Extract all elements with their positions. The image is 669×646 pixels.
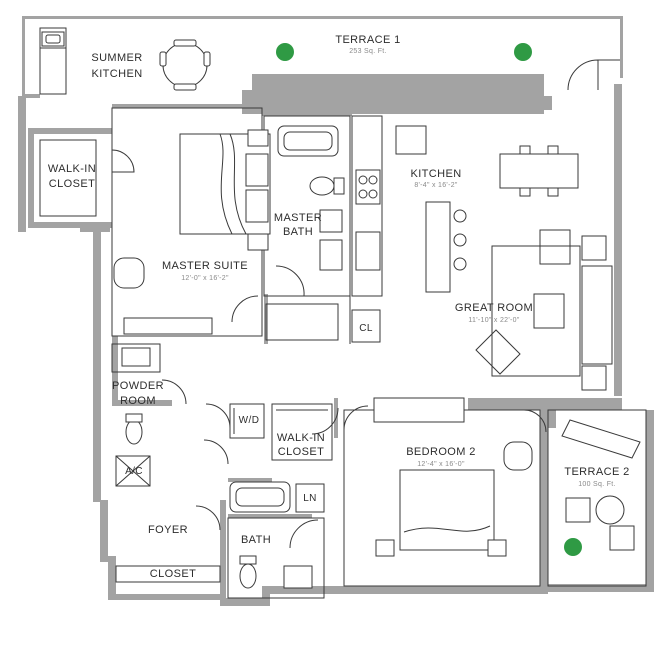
walls	[18, 16, 654, 606]
master-bath-label-2: BATH	[282, 226, 314, 238]
ln-label: LN	[303, 493, 317, 504]
bedroom2-dims: 12'-4" x 16'-0"	[417, 461, 465, 468]
terrace1-area: 253 Sq. Ft.	[349, 48, 387, 55]
master-suite-name: MASTER SUITE	[161, 260, 249, 272]
powder-room-label-2: ROOM	[120, 395, 156, 407]
cl-label: CL	[359, 323, 373, 334]
terrace2-area: 100 Sq. Ft.	[578, 481, 616, 488]
walk-in-closet-label-2: CLOSET	[48, 178, 96, 190]
terrace1-name: TERRACE 1	[335, 34, 401, 46]
great-room-dims: 11'-10" x 22'-0"	[468, 317, 520, 324]
terrace2-name: TERRACE 2	[564, 466, 630, 478]
walk-in-closet-label-1: WALK-IN	[47, 163, 97, 175]
ac-label: A/C	[125, 466, 143, 477]
wd-label: W/D	[238, 415, 260, 426]
walk-in-closet2-label-1: WALK-IN	[276, 432, 326, 444]
powder-room-label-1: POWDER	[112, 380, 164, 392]
bath-label: BATH	[240, 534, 272, 546]
bedroom2-name: BEDROOM 2	[406, 446, 476, 458]
summer-kitchen-label-2: KITCHEN	[91, 68, 143, 80]
furniture	[39, 31, 641, 589]
master-bath-label-1: MASTER	[273, 212, 323, 224]
summer-kitchen-label-1: SUMMER	[91, 52, 143, 64]
kitchen-dims: 8'-4" x 16'-2"	[414, 182, 458, 189]
plants	[276, 43, 582, 556]
great-room-name: GREAT ROOM	[454, 302, 534, 314]
master-suite-dims: 12'-0" x 16'-2"	[181, 275, 229, 282]
walk-in-closet2-label-2: CLOSET	[277, 446, 325, 458]
kitchen-name: KITCHEN	[410, 168, 462, 180]
foyer-label: FOYER	[148, 524, 188, 536]
doors	[111, 59, 620, 549]
closet-label: CLOSET	[149, 568, 197, 580]
